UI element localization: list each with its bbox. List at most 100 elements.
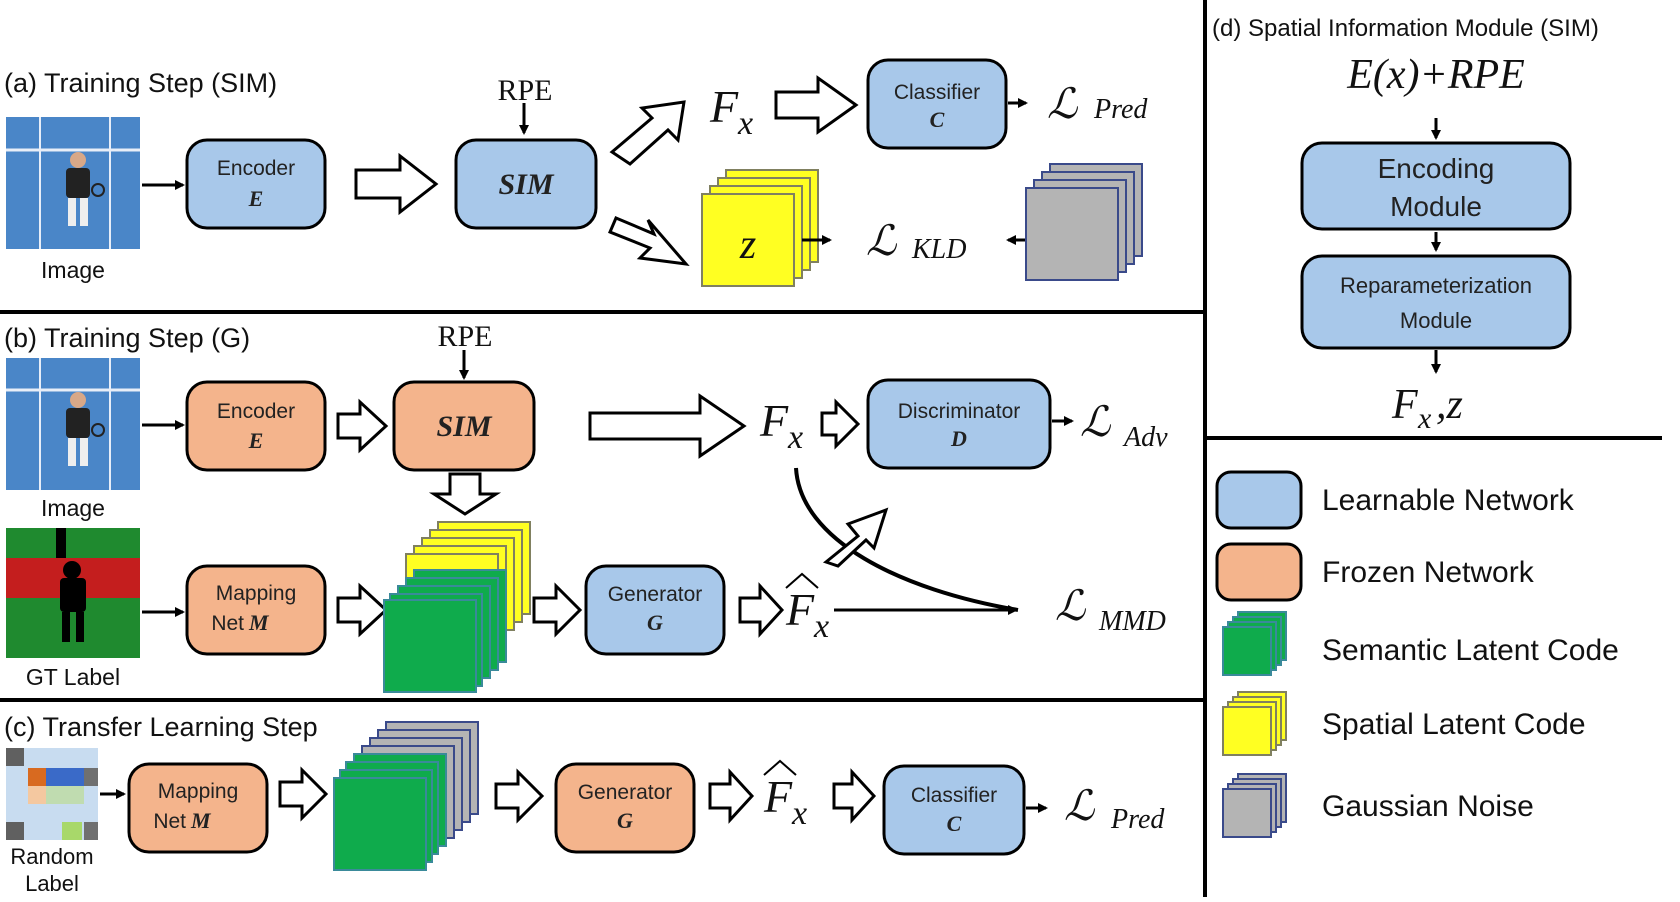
svg-text:x: x (813, 608, 829, 645)
generator-label-c: Generator (578, 781, 673, 804)
encoding-module-line2: Module (1390, 191, 1482, 222)
hollow-arrow-sim-to-fx-b (588, 393, 747, 459)
svg-text:Net: Net (211, 612, 244, 635)
spatial-latent-stack-a: z (701, 169, 819, 287)
hollow-arrow-mapping-to-codes-c (278, 766, 329, 822)
encoding-module-line1: Encoding (1378, 153, 1495, 184)
legend-semantic: Semantic Latent Code (1222, 611, 1619, 676)
legend-label-frozen: Frozen Network (1322, 556, 1535, 589)
hollow-arrow-encoder-to-sim (354, 152, 439, 216)
panel-d: (d) Spatial Information Module (SIM) E(x… (1212, 15, 1599, 435)
svg-text:MMD: MMD (1098, 606, 1166, 637)
loss-pred-c: ℒ Pred (1064, 784, 1165, 835)
generator-label-b: Generator (608, 583, 703, 606)
legend-label-learnable: Learnable Network (1322, 484, 1575, 517)
random-caption-1: Random (10, 844, 93, 869)
classifier-box-c: Classifier C (882, 764, 1026, 856)
hollow-arrow-sim-to-z (608, 216, 690, 266)
classifier-box-a: Classifier C (866, 58, 1008, 150)
generator-box-c: Generator G (554, 762, 696, 854)
svg-text:x: x (787, 419, 803, 456)
image-caption-b: Image (41, 495, 105, 521)
svg-text:M: M (190, 808, 212, 833)
svg-text:F: F (709, 81, 739, 132)
legend-swatch-frozen (1215, 542, 1303, 602)
legend-swatch-spatial (1222, 691, 1287, 756)
generator-symbol-c: G (617, 808, 633, 833)
svg-text:ℒ: ℒ (1080, 400, 1111, 446)
loss-pred-a: ℒ Pred (1047, 82, 1148, 128)
panel-a: (a) Training Step (SIM) Image Encoder E … (4, 58, 1148, 287)
random-label-image (6, 748, 98, 840)
legend: Learnable Network Frozen Network Semanti… (1215, 470, 1619, 838)
svg-text:x: x (737, 105, 753, 142)
discriminator-symbol: D (950, 426, 967, 451)
hollow-arrow-encoder-to-sim-b (336, 398, 389, 454)
gt-label-caption: GT Label (26, 664, 120, 690)
generator-box-b: Generator G (584, 564, 726, 656)
sim-label-b: SIM (436, 410, 492, 443)
svg-text:,z: ,z (1436, 382, 1463, 428)
reparam-module-line1: Reparameterization (1340, 273, 1532, 298)
legend-noise: Gaussian Noise (1222, 773, 1534, 838)
mapping-label-c: Mapping (158, 780, 239, 803)
encoder-box-b: Encoder E (185, 380, 327, 472)
svg-text:F: F (1391, 382, 1418, 428)
svg-text:F: F (785, 584, 815, 635)
svg-text:F: F (759, 395, 789, 446)
svg-text:KLD: KLD (911, 234, 966, 265)
fx-label-a: F x (709, 81, 753, 142)
hollow-arrow-sim-to-fx (609, 100, 686, 166)
gaussian-noise-stack-a (1025, 163, 1143, 281)
hollow-arrow-fx-to-discriminator (820, 398, 861, 450)
sim-label-a: SIM (498, 168, 554, 201)
rpe-label-a: RPE (497, 74, 552, 107)
fx-hat-label-b: F x (785, 572, 829, 645)
fx-label-b: F x (759, 395, 803, 456)
random-caption-2: Label (25, 871, 79, 896)
hollow-arrow-generator-to-fxhat-c (708, 768, 755, 824)
mapping-box-c: Mapping Net M (127, 762, 269, 854)
legend-frozen: Frozen Network (1215, 542, 1535, 602)
encoder-label-a: Encoder (217, 157, 295, 180)
encoder-symbol-a: E (248, 186, 264, 211)
classifier-label-c: Classifier (911, 784, 997, 807)
svg-text:Pred: Pred (1093, 94, 1148, 125)
legend-swatch-learnable (1215, 470, 1303, 530)
mapping-net-label-b: Net M (211, 610, 270, 635)
classifier-label-a: Classifier (894, 81, 980, 104)
latent-codes-stack-c (333, 721, 479, 871)
sim-box-b: SIM (392, 380, 536, 472)
hollow-arrow-codes-to-generator-c (494, 768, 545, 824)
hollow-arrow-sim-down (428, 472, 502, 516)
legend-label-spatial: Spatial Latent Code (1322, 708, 1586, 741)
fx-hat-label-c: F x (763, 759, 807, 832)
svg-text:ℒ: ℒ (866, 219, 897, 265)
reparam-module-line2: Module (1400, 308, 1472, 333)
svg-text:Net: Net (153, 810, 186, 833)
svg-text:x: x (1417, 402, 1432, 435)
generator-symbol-b: G (647, 610, 663, 635)
encoding-module-box: Encoding Module (1300, 141, 1572, 231)
svg-text:ℒ: ℒ (1055, 584, 1086, 630)
input-image-a (6, 117, 140, 249)
reparameterization-module-box: Reparameterization Module (1300, 254, 1572, 350)
hollow-arrow-mapping-to-codes-b (336, 582, 389, 638)
mapping-label-b: Mapping (216, 582, 297, 605)
panel-a-title: (a) Training Step (SIM) (4, 68, 277, 98)
loss-adv: ℒ Adv (1080, 400, 1168, 453)
hollow-arrow-generated-to-discriminator (822, 507, 889, 568)
svg-text:F: F (763, 771, 793, 822)
svg-text:Pred: Pred (1110, 804, 1165, 835)
z-label-a: z (739, 222, 756, 268)
panel-d-title: (d) Spatial Information Module (SIM) (1212, 15, 1599, 42)
classifier-symbol-c: C (947, 811, 962, 836)
classifier-symbol-a: C (930, 107, 945, 132)
legend-learnable: Learnable Network (1215, 470, 1575, 530)
discriminator-label: Discriminator (898, 400, 1021, 423)
gt-label-image (6, 528, 140, 658)
mapping-net-label-c: Net M (153, 808, 212, 833)
legend-swatch-semantic (1222, 611, 1287, 676)
